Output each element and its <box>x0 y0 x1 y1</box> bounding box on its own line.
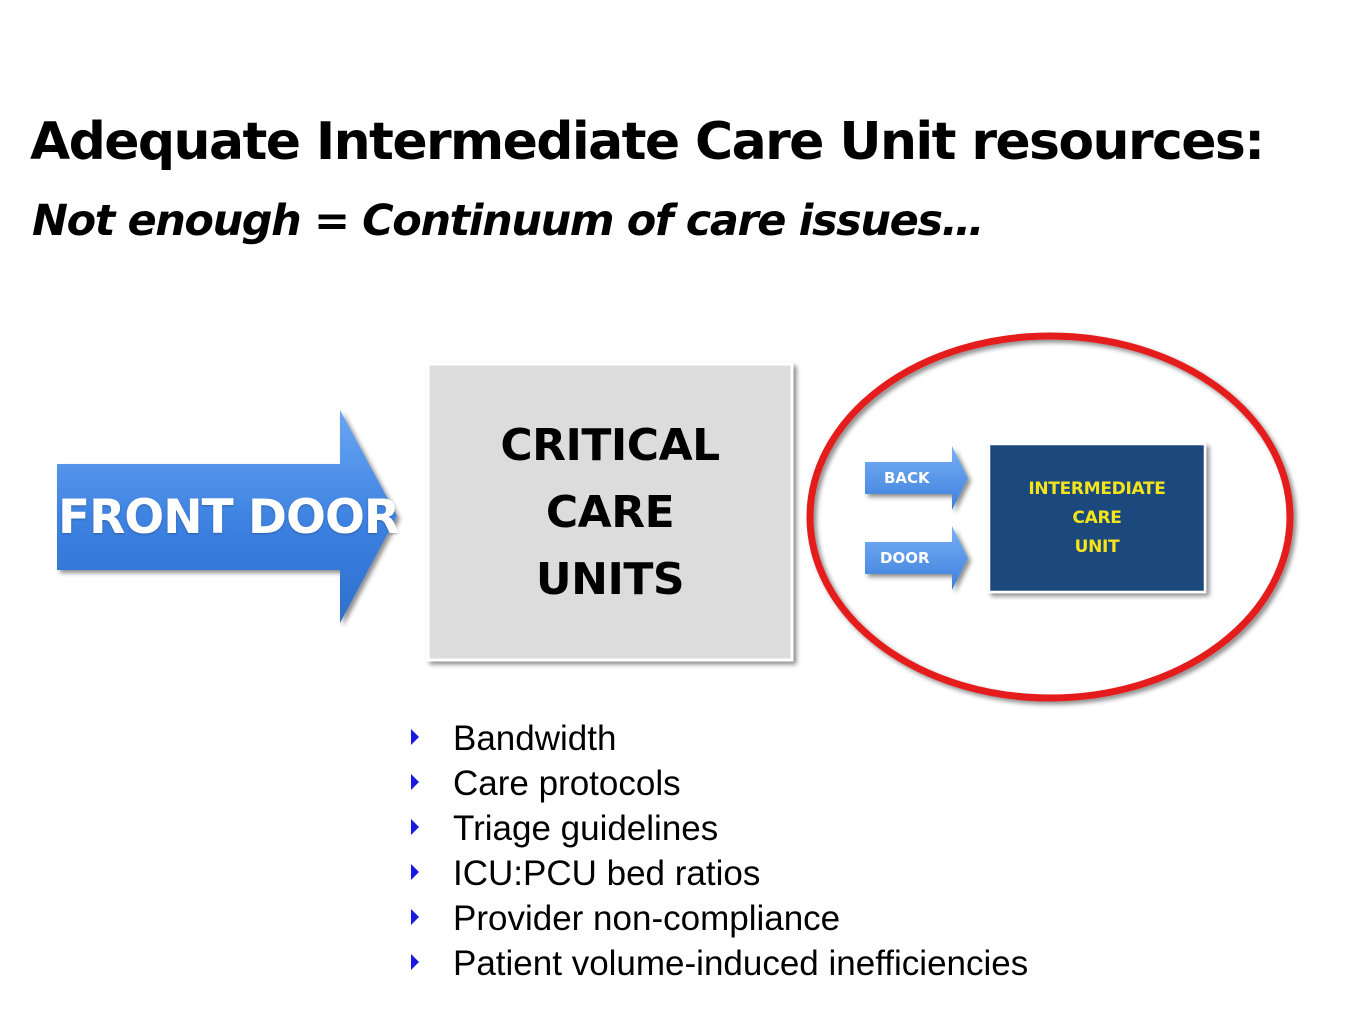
front-door-label: FRONT DOOR <box>58 490 400 545</box>
back-arrow-label: BACK <box>884 469 930 487</box>
triangle-bullet-icon <box>411 909 419 925</box>
intermediate-care-line-3: UNIT <box>1074 536 1120 557</box>
critical-care-line-3: UNITS <box>535 553 685 605</box>
intermediate-care-line-1: INTERMEDIATE <box>1028 478 1166 499</box>
bullet-text: Bandwidth <box>453 719 617 758</box>
bullet-text: Patient volume-induced inefficiencies <box>453 944 1029 983</box>
critical-care-label: CRITICAL CARE UNITS <box>428 364 792 660</box>
intermediate-care-line-2: CARE <box>1072 507 1122 528</box>
slide-subtitle: Not enough = Continuum of care issues… <box>32 196 985 246</box>
intermediate-care-label: INTERMEDIATE CARE UNIT <box>989 444 1205 592</box>
critical-care-line-1: CRITICAL <box>500 419 720 471</box>
intermediate-care-box <box>987 442 1207 594</box>
bullet-text: Provider non-compliance <box>453 899 841 938</box>
critical-care-box <box>426 362 794 662</box>
critical-care-line-2: CARE <box>545 486 675 538</box>
bullet-text: Triage guidelines <box>453 809 719 848</box>
slide-title: Adequate Intermediate Care Unit resource… <box>30 112 1265 172</box>
door-arrow-label: DOOR <box>880 549 930 567</box>
door-arrow <box>865 526 968 590</box>
front-door-arrow <box>57 410 397 623</box>
back-arrow <box>865 446 968 510</box>
triangle-bullet-icon <box>411 864 419 880</box>
highlight-ellipse <box>806 332 1294 702</box>
triangle-bullet-icon <box>411 954 419 970</box>
triangle-bullet-icon <box>411 729 419 745</box>
bullet-text: Care protocols <box>453 764 681 803</box>
triangle-bullet-icon <box>411 774 419 790</box>
triangle-bullet-icon <box>411 819 419 835</box>
bullet-text: ICU:PCU bed ratios <box>453 854 761 893</box>
